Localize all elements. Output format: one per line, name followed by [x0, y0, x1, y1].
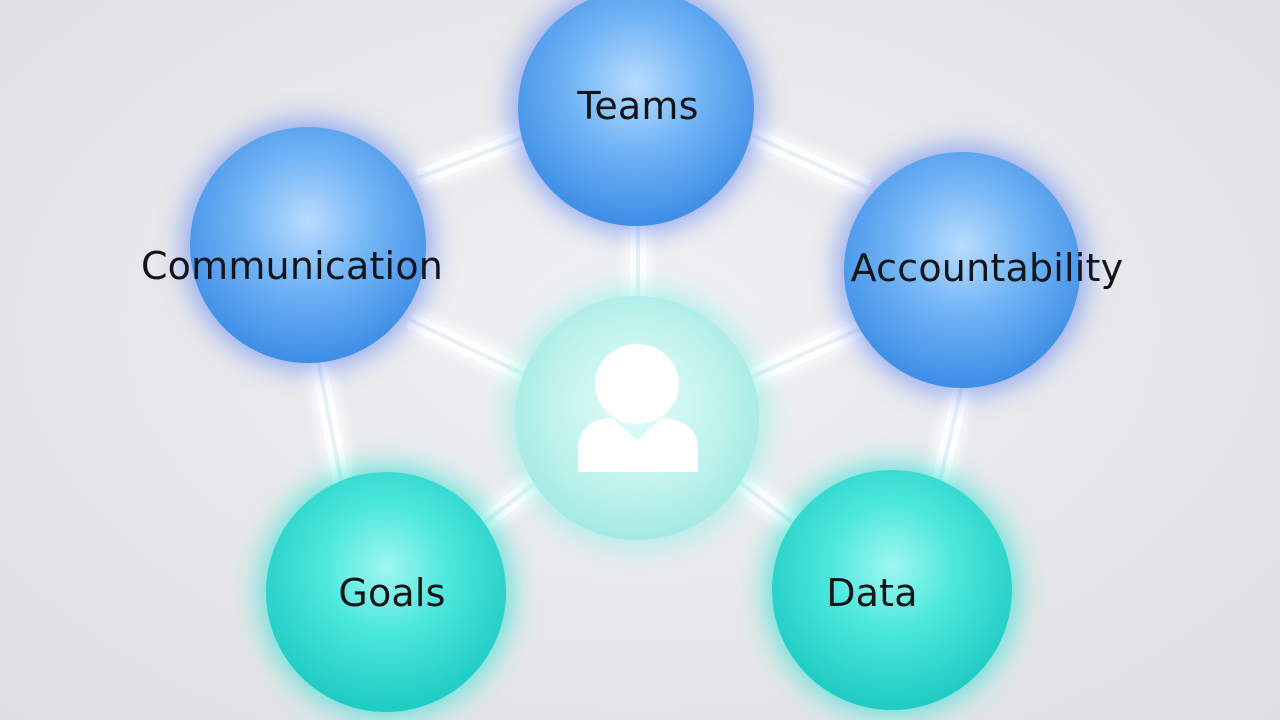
- node-label-data: Data: [826, 571, 918, 615]
- node-communication: [190, 127, 426, 363]
- node-label-goals: Goals: [338, 571, 446, 615]
- node-accountability: [844, 152, 1080, 388]
- node-goals: [266, 472, 506, 712]
- node-data: [772, 470, 1012, 710]
- connectors: [303, 120, 977, 540]
- node-label-teams: Teams: [577, 84, 699, 128]
- node-label-communication: Communication: [140, 244, 444, 288]
- person-icon: [578, 344, 698, 472]
- node-label-accountability: Accountability: [850, 246, 1124, 290]
- center-node: [515, 296, 759, 540]
- node-teams: [518, 0, 754, 226]
